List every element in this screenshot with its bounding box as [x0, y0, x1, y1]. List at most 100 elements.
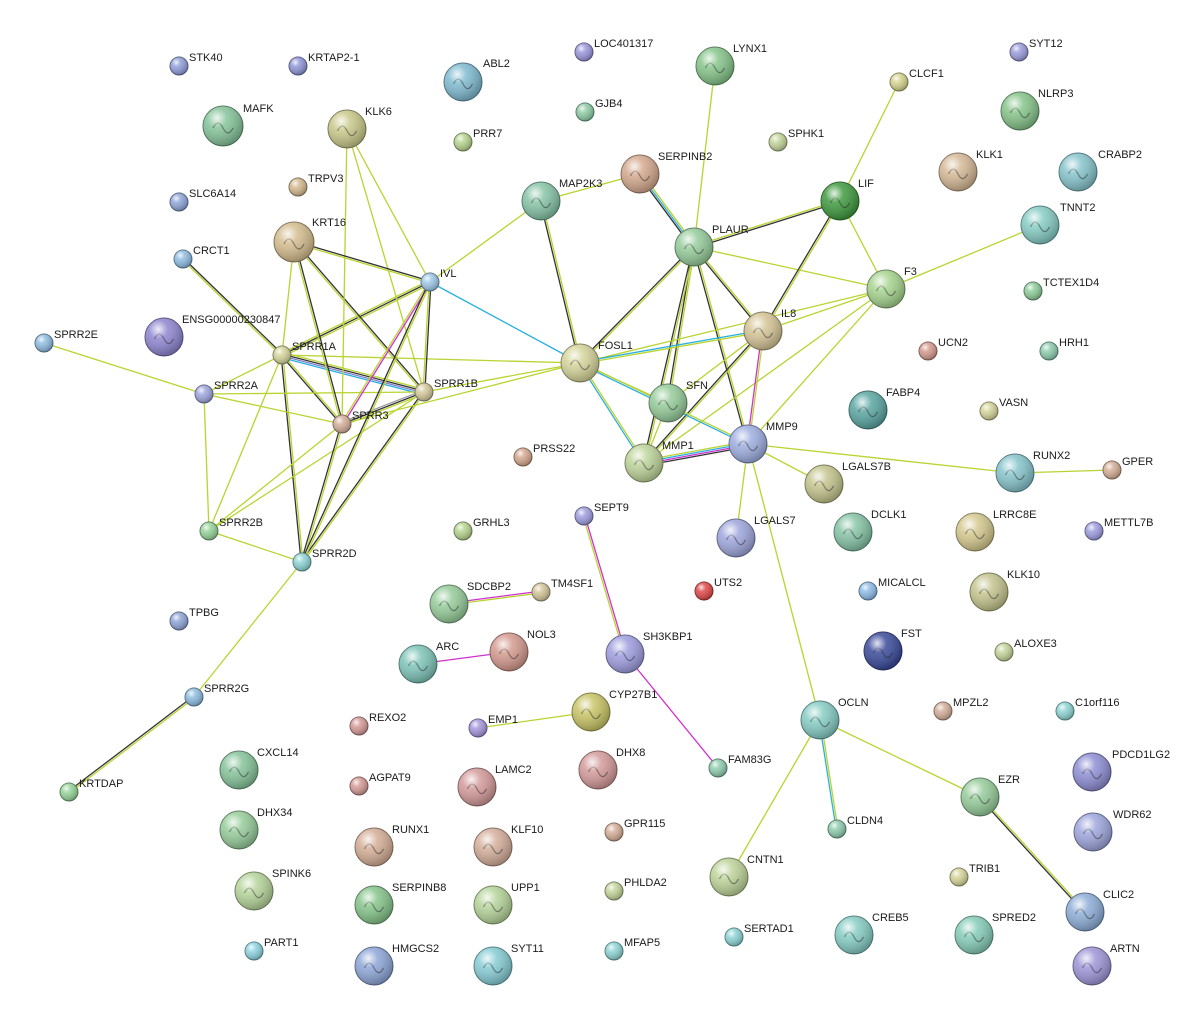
node-klk1[interactable]: KLK1: [938, 149, 1003, 192]
node-plaur[interactable]: PLAUR: [674, 224, 749, 267]
node-tctex1d4[interactable]: TCTEX1D4: [1023, 277, 1099, 301]
node-sfn[interactable]: SFN: [648, 380, 708, 423]
node-mafk[interactable]: MAFK: [202, 103, 274, 147]
node-arc[interactable]: ARC: [398, 641, 459, 684]
node-aloxe3[interactable]: ALOXE3: [994, 638, 1057, 662]
node-sphk1[interactable]: SPHK1: [768, 128, 824, 152]
node-ivl[interactable]: IVL: [420, 268, 457, 292]
node-ocln[interactable]: OCLN: [800, 697, 869, 740]
node-cldn4[interactable]: CLDN4: [827, 815, 883, 839]
node-hrh1[interactable]: HRH1: [1039, 337, 1089, 361]
node-dclk1[interactable]: DCLK1: [833, 509, 906, 552]
node-gpr115[interactable]: GPR115: [604, 818, 665, 842]
node-gper[interactable]: GPER: [1102, 456, 1153, 480]
node-stk40[interactable]: STK40: [169, 52, 223, 76]
node-sprr2a[interactable]: SPRR2A: [194, 380, 259, 404]
node-syt12[interactable]: SYT12: [1009, 38, 1063, 62]
node-tm4sf1[interactable]: TM4SF1: [531, 578, 593, 602]
node-loc401317[interactable]: LOC401317: [574, 38, 653, 62]
node-f3[interactable]: F3: [866, 266, 917, 309]
node-uts2[interactable]: UTS2: [694, 577, 742, 601]
node-dhx34[interactable]: DHX34: [219, 807, 292, 850]
node-gjb4[interactable]: GJB4: [575, 98, 623, 122]
node-map2k3[interactable]: MAP2K3: [521, 178, 602, 221]
node-c1orf116[interactable]: C1orf116: [1055, 697, 1119, 721]
node-sertad1[interactable]: SERTAD1: [724, 923, 794, 947]
node-sprr2g[interactable]: SPRR2G: [184, 683, 249, 707]
node-hmgcs2[interactable]: HMGCS2: [354, 943, 439, 986]
node-klf10[interactable]: KLF10: [473, 824, 543, 867]
node-ezr[interactable]: EZR: [960, 774, 1020, 817]
node-il8[interactable]: IL8: [743, 308, 796, 351]
node-klk10[interactable]: KLK10: [969, 569, 1040, 612]
node-mmp1[interactable]: MMP1: [624, 440, 694, 483]
node-crct1[interactable]: CRCT1: [173, 245, 230, 269]
node-mmp9[interactable]: MMP9: [728, 421, 798, 464]
node-dhx8[interactable]: DHX8: [578, 747, 645, 790]
node-sh3kbp1[interactable]: SH3KBP1: [605, 631, 693, 674]
node-slc6a14[interactable]: SLC6A14: [169, 188, 236, 212]
node-sprr3[interactable]: SPRR3: [332, 410, 389, 434]
node-mpzl2[interactable]: MPZL2: [933, 697, 988, 721]
node-clic2[interactable]: CLIC2: [1065, 889, 1134, 932]
node-emp1[interactable]: EMP1: [468, 714, 518, 738]
node-spink6[interactable]: SPINK6: [234, 868, 311, 911]
node-crabp2[interactable]: CRABP2: [1058, 149, 1142, 192]
node-sept9[interactable]: SEPT9: [574, 502, 629, 526]
node-runx1[interactable]: RUNX1: [354, 824, 429, 867]
node-grhl3[interactable]: GRHL3: [453, 517, 510, 541]
node-nlrp3[interactable]: NLRP3: [1000, 88, 1073, 131]
node-trpv3[interactable]: TRPV3: [288, 173, 343, 197]
node-sprr1b[interactable]: SPRR1B: [414, 378, 478, 402]
node-upp1[interactable]: UPP1: [473, 882, 540, 925]
node-sprr1a[interactable]: SPRR1A: [272, 341, 337, 365]
node-syt11[interactable]: SYT11: [473, 943, 544, 986]
node-sdcbp2[interactable]: SDCBP2: [429, 581, 511, 624]
node-krt16[interactable]: KRT16: [273, 217, 346, 263]
node-krtdap[interactable]: KRTDAP: [59, 778, 123, 802]
node-wdr62[interactable]: WDR62: [1073, 809, 1152, 852]
node-fabp4[interactable]: FABP4: [848, 387, 920, 430]
node-lrrc8e[interactable]: LRRC8E: [955, 509, 1036, 552]
node-sprr2e[interactable]: SPRR2E: [34, 329, 98, 353]
node-agpat9[interactable]: AGPAT9: [349, 772, 411, 796]
node-sprr2d[interactable]: SPRR2D: [292, 548, 357, 572]
node-serpinb8[interactable]: SERPINB8: [354, 882, 446, 925]
node-vasn[interactable]: VASN: [979, 397, 1028, 421]
node-cyp27b1[interactable]: CYP27B1: [571, 689, 657, 732]
node-artn[interactable]: ARTN: [1072, 943, 1140, 986]
node-ensg00000230847[interactable]: ENSG00000230847: [144, 314, 280, 357]
node-prr7[interactable]: PRR7: [453, 128, 502, 152]
node-serpinb2[interactable]: SERPINB2: [620, 151, 712, 194]
node-mfap5[interactable]: MFAP5: [604, 937, 660, 961]
node-abl2[interactable]: ABL2: [443, 58, 510, 102]
node-runx2[interactable]: RUNX2: [995, 450, 1070, 493]
node-rexo2[interactable]: REXO2: [349, 712, 406, 736]
node-lynx1[interactable]: LYNX1: [695, 43, 767, 86]
node-fst[interactable]: FST: [863, 628, 922, 671]
node-lif[interactable]: LIF: [820, 178, 874, 221]
node-cxcl14[interactable]: CXCL14: [219, 747, 299, 790]
node-cntn1[interactable]: CNTN1: [709, 854, 784, 897]
node-spred2[interactable]: SPRED2: [954, 912, 1036, 955]
node-fam83g[interactable]: FAM83G: [708, 754, 771, 778]
node-trib1[interactable]: TRIB1: [949, 863, 1000, 887]
node-lamc2[interactable]: LAMC2: [457, 764, 532, 807]
node-klk6[interactable]: KLK6: [327, 106, 392, 149]
node-lgals7[interactable]: LGALS7: [716, 515, 796, 558]
node-mettl7b[interactable]: METTL7B: [1084, 517, 1154, 541]
node-tpbg[interactable]: TPBG: [169, 607, 219, 631]
node-lgals7b[interactable]: LGALS7B: [804, 461, 891, 504]
node-part1[interactable]: PART1: [244, 937, 298, 961]
node-prss22[interactable]: PRSS22: [513, 443, 575, 467]
node-clcf1[interactable]: CLCF1: [889, 68, 944, 92]
node-tnnt2[interactable]: TNNT2: [1020, 202, 1095, 245]
node-phlda2[interactable]: PHLDA2: [604, 877, 667, 901]
node-krtap2-1[interactable]: KRTAP2-1: [288, 52, 360, 76]
node-creb5[interactable]: CREB5: [834, 912, 909, 955]
node-pdcd1lg2[interactable]: PDCD1LG2: [1072, 749, 1170, 792]
node-fosl1[interactable]: FOSL1: [560, 340, 633, 383]
node-micalcl[interactable]: MICALCL: [858, 577, 926, 601]
node-nol3[interactable]: NOL3: [489, 629, 556, 672]
node-sprr2b[interactable]: SPRR2B: [199, 517, 263, 541]
